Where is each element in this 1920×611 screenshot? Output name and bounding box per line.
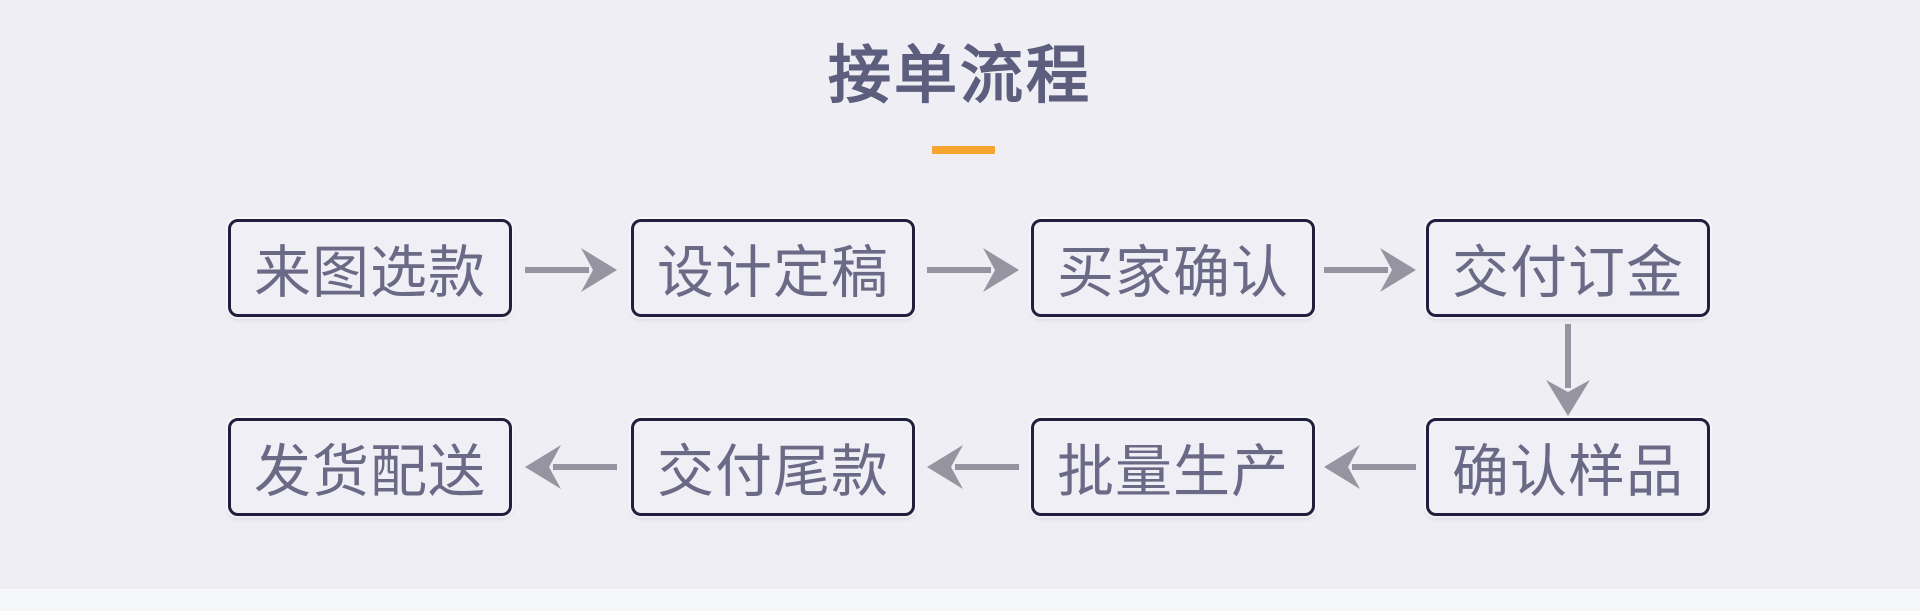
step-label: 买家确认 (1057, 242, 1289, 305)
step-pay-deposit: 交付订金 (1426, 219, 1710, 317)
title-accent-divider (932, 146, 995, 154)
step-label: 来图选款 (254, 242, 486, 305)
step-finalize-design: 设计定稿 (631, 219, 915, 317)
arrow-right-icon (927, 246, 1019, 294)
step-select-design: 来图选款 (228, 219, 512, 317)
arrow-right-icon (525, 246, 617, 294)
step-label: 设计定稿 (657, 242, 889, 305)
step-label: 确认样品 (1452, 441, 1684, 504)
step-label: 发货配送 (254, 441, 486, 504)
arrow-left-icon (525, 443, 617, 491)
step-label: 批量生产 (1057, 441, 1289, 504)
step-label: 交付尾款 (657, 441, 889, 504)
step-pay-balance: 交付尾款 (631, 418, 915, 516)
page-title: 接单流程 (828, 41, 1092, 111)
step-buyer-confirm: 买家确认 (1031, 219, 1315, 317)
footer-strip (0, 589, 1920, 611)
arrow-left-icon (1324, 443, 1416, 491)
step-batch-production: 批量生产 (1031, 418, 1315, 516)
step-label: 交付订金 (1452, 242, 1684, 305)
arrow-left-icon (927, 443, 1019, 491)
step-ship-delivery: 发货配送 (228, 418, 512, 516)
arrow-right-icon (1324, 246, 1416, 294)
step-confirm-sample: 确认样品 (1426, 418, 1710, 516)
arrow-down-icon (1522, 324, 1614, 416)
